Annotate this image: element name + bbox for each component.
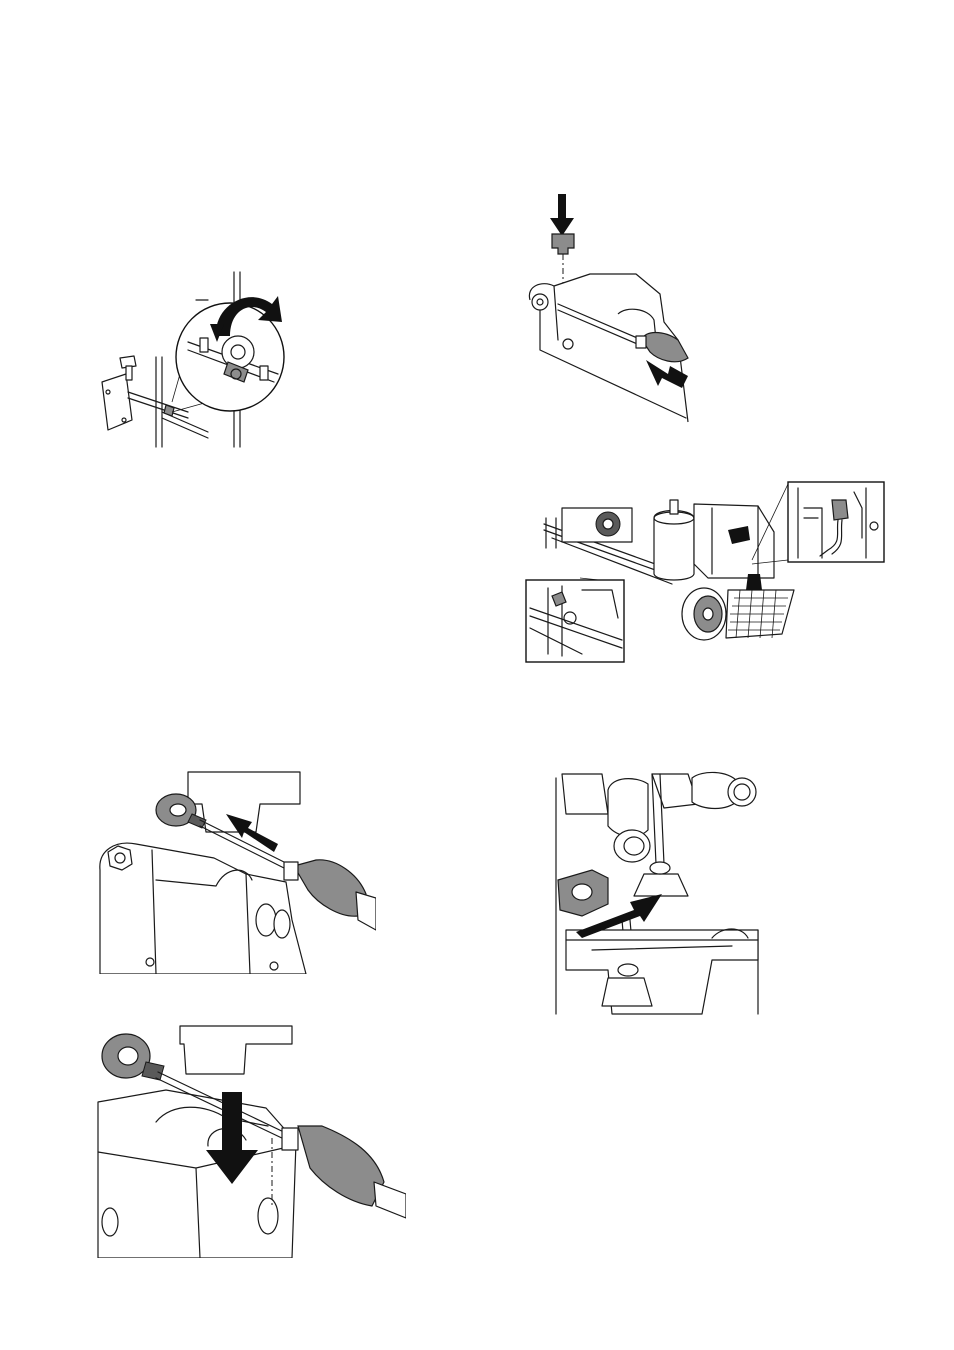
insert-clip-illustration [518, 190, 698, 430]
figure-turn-fitting [88, 262, 298, 452]
figure-machine-overview [522, 478, 888, 664]
figure-slide-cable [96, 770, 376, 974]
down-arrow-icon [550, 194, 574, 236]
insert-plate-illustration [552, 770, 764, 1016]
machine-overview-illustration [522, 478, 888, 664]
turn-fitting-illustration [88, 262, 298, 452]
figure-insert-clip [518, 190, 698, 430]
figure-insert-plate [552, 770, 764, 1016]
slide-cable-illustration [96, 770, 376, 974]
drop-cable-illustration [96, 1022, 406, 1258]
figure-drop-cable [96, 1022, 406, 1258]
